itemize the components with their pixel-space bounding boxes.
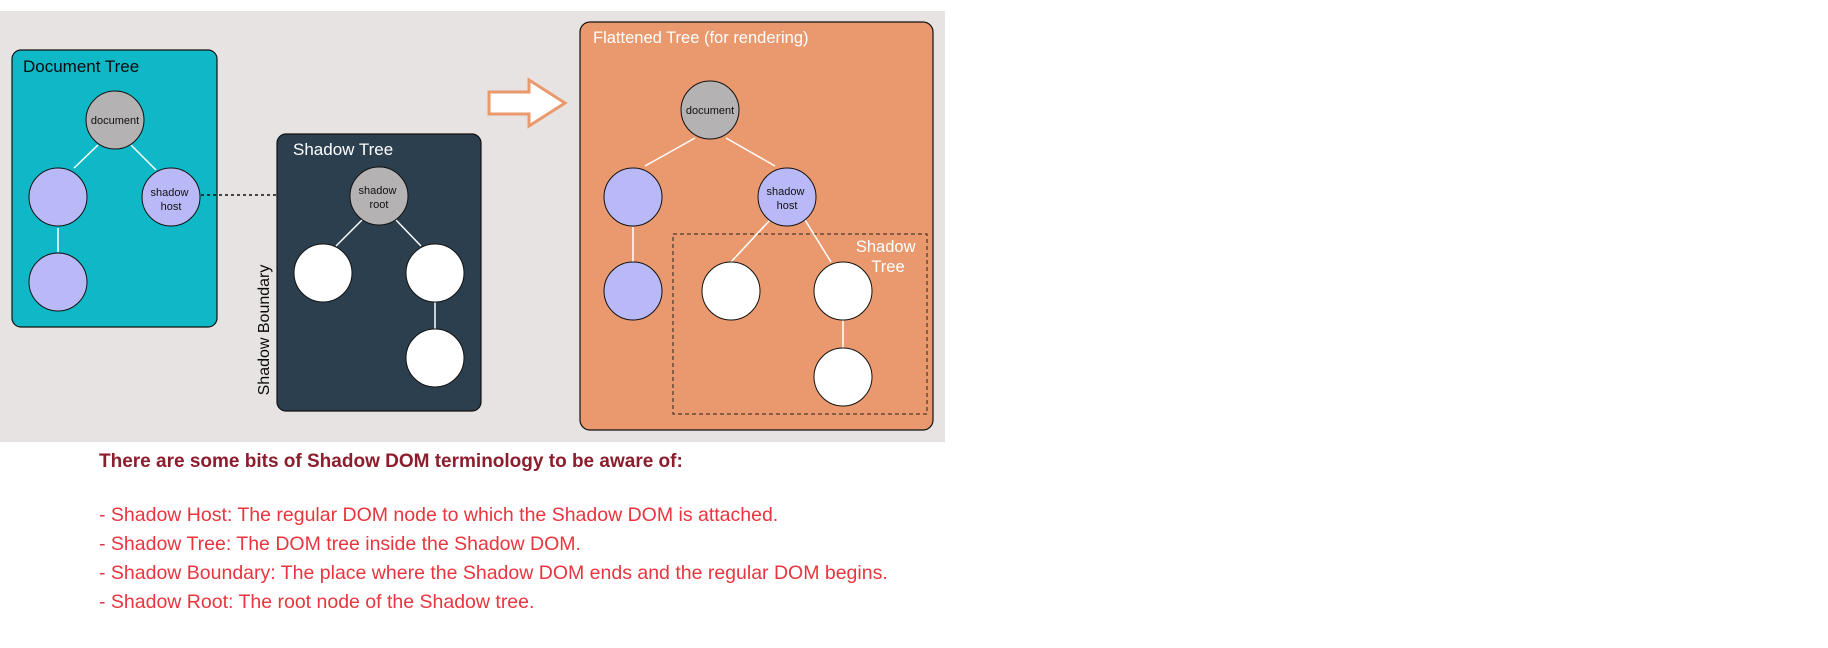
list-item: - Shadow Boundary: The place where the S… xyxy=(99,562,888,584)
shadow-root-node xyxy=(349,166,409,226)
shadow-host-label-line1: shadow xyxy=(151,187,189,199)
shadow-tree-panel: Shadow Tree shadow root xyxy=(276,133,482,412)
flattened-shadow-child-node xyxy=(701,261,761,321)
flattened-shadow-child-node xyxy=(813,261,873,321)
flattened-tree-panel: Flattened Tree (for rendering) Shadow Tr… xyxy=(579,21,934,431)
flattened-element-node xyxy=(603,167,663,227)
svg-text:shadow host: shadow host xyxy=(767,186,808,212)
flattened-host-label-line1: shadow xyxy=(767,186,805,198)
element-node xyxy=(28,252,88,312)
shadow-root-label-line1: shadow xyxy=(359,185,397,197)
shadow-region-label-line1: Shadow xyxy=(856,238,916,256)
shadow-host-label-line2: host xyxy=(161,201,182,213)
shadow-tree-title: Shadow Tree xyxy=(293,140,393,159)
flattened-tree-title: Flattened Tree (for rendering) xyxy=(593,29,809,47)
shadow-boundary-label: Shadow Boundary xyxy=(256,265,273,396)
shadow-child-node xyxy=(293,243,353,303)
list-item: - Shadow Tree: The DOM tree inside the S… xyxy=(99,533,581,555)
document-node-label: document xyxy=(91,115,139,127)
shadow-root-label-line2: root xyxy=(370,199,389,211)
shadow-child-node xyxy=(405,243,465,303)
terminology-list: - Shadow Host: The regular DOM node to w… xyxy=(99,501,888,617)
shadow-tree-region xyxy=(672,233,928,415)
flattened-element-node xyxy=(603,261,663,321)
list-item: - Shadow Host: The regular DOM node to w… xyxy=(99,504,779,526)
element-node xyxy=(28,167,88,227)
flattened-document-node xyxy=(680,80,740,140)
document-tree-title: Document Tree xyxy=(23,57,139,76)
svg-text:Shadow Tree: Shadow Tree xyxy=(856,238,920,276)
flattened-host-label-line2: host xyxy=(777,200,798,212)
terminology-section: There are some bits of Shadow DOM termin… xyxy=(99,450,888,617)
terminology-heading: There are some bits of Shadow DOM termin… xyxy=(99,451,683,472)
list-item: - Shadow Root: The root node of the Shad… xyxy=(99,591,535,613)
shadow-region-label-line2: Tree xyxy=(871,258,904,276)
shadow-host-node xyxy=(141,167,201,227)
flattened-shadow-child-node xyxy=(813,347,873,407)
transform-arrow xyxy=(487,77,568,129)
shadow-child-node xyxy=(405,328,465,388)
document-node xyxy=(85,90,145,150)
svg-text:shadow host: shadow host xyxy=(151,187,192,213)
svg-text:shadow root: shadow root xyxy=(359,185,400,211)
flattened-shadow-host-node xyxy=(757,167,817,227)
flattened-document-label: document xyxy=(686,105,734,117)
document-tree-panel: Document Tree document shadow host xyxy=(11,49,218,328)
